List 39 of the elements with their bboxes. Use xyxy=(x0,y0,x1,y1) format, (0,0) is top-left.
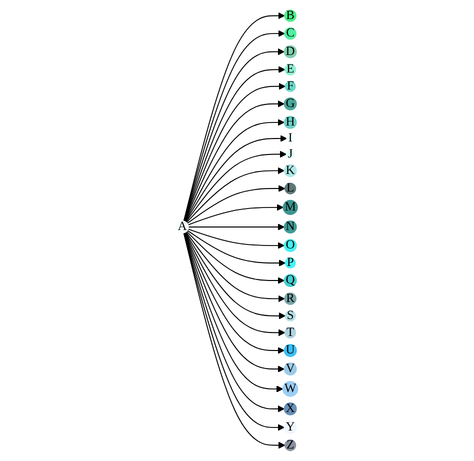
arrow xyxy=(184,232,286,336)
node-circle: O xyxy=(284,239,297,252)
node-circle: T xyxy=(284,326,296,338)
arrow xyxy=(188,224,285,230)
node-circle: V xyxy=(284,362,297,376)
arrow xyxy=(184,135,287,222)
node-circle: I xyxy=(286,134,294,143)
arrow xyxy=(188,204,284,226)
node-circle: M xyxy=(282,200,298,215)
arrow xyxy=(184,232,286,320)
node-circle: D xyxy=(284,45,297,58)
node-circle: R xyxy=(284,292,296,305)
node-circle: N xyxy=(284,220,297,234)
node-circle: K xyxy=(284,164,297,178)
node-circle: U xyxy=(284,344,297,357)
node-circle: F xyxy=(284,80,296,92)
node-circle: H xyxy=(284,116,297,129)
arrow xyxy=(184,118,285,222)
node-circle: G xyxy=(284,97,297,110)
arrow xyxy=(188,228,285,249)
node-circle: E xyxy=(284,64,296,76)
arrow xyxy=(186,185,286,224)
arrow xyxy=(186,230,285,284)
node-circle: J xyxy=(286,150,295,159)
arrow xyxy=(185,150,287,223)
arrow xyxy=(185,231,285,302)
node-circle: B xyxy=(284,10,296,22)
node-circle: S xyxy=(284,310,296,322)
node-circle: C xyxy=(284,27,296,40)
node-circle: P xyxy=(284,258,296,268)
node-circle: A xyxy=(176,220,189,234)
node-circle: X xyxy=(284,402,297,416)
node-circle: Y xyxy=(284,420,297,434)
arrow xyxy=(186,167,285,224)
node-circle: Q xyxy=(284,274,297,288)
node-circle: L xyxy=(284,182,296,194)
node-circle: Z xyxy=(284,439,296,452)
arrow xyxy=(186,230,286,266)
node-circle: W xyxy=(282,381,298,397)
